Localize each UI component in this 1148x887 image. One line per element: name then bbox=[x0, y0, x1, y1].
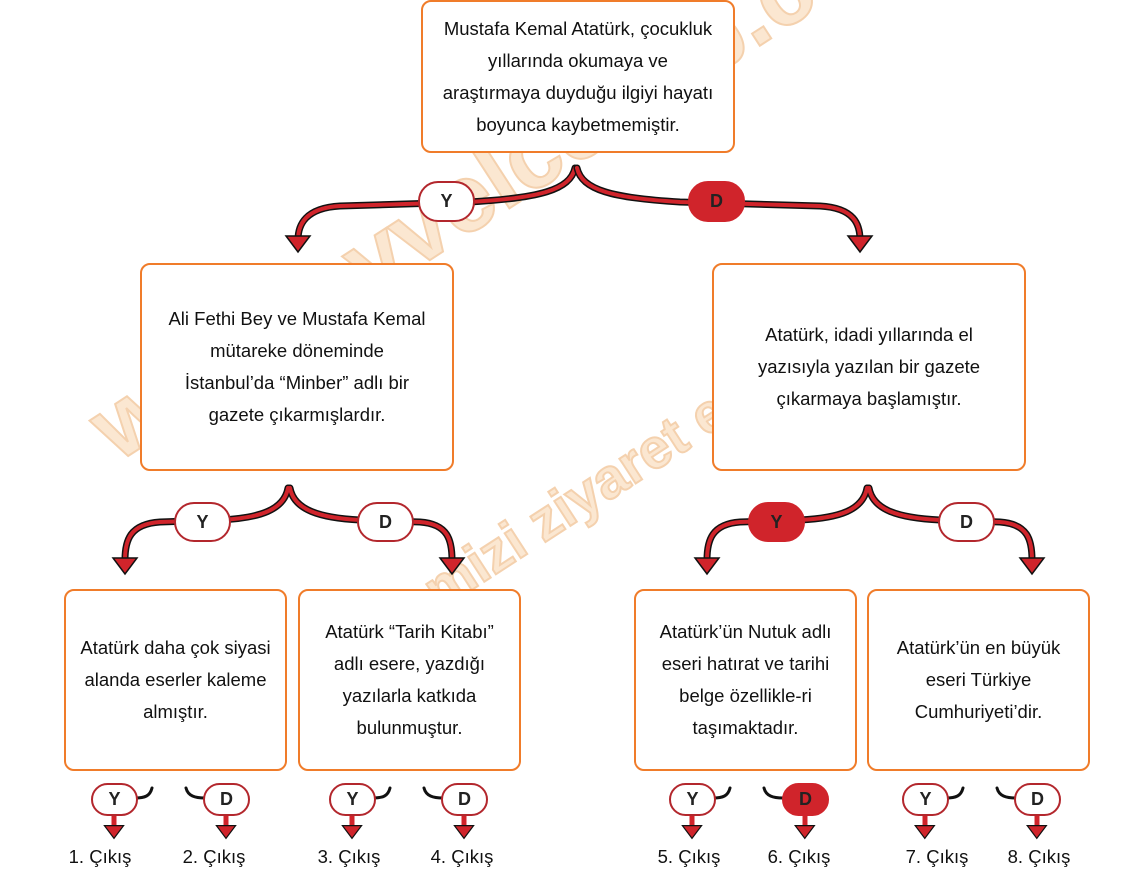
badge-no: D bbox=[357, 502, 414, 542]
badge-yes: Y bbox=[902, 783, 949, 816]
statement-l2-yes: Ali Fethi Bey ve Mustafa Kemal mütareke … bbox=[140, 263, 454, 471]
statement-l3-3: Atatürk’ün Nutuk adlı eseri hatırat ve t… bbox=[634, 589, 857, 771]
badge-no: D bbox=[1014, 783, 1061, 816]
statement-l3-1: Atatürk daha çok siyasi alanda eserler k… bbox=[64, 589, 287, 771]
exit-5: 5. Çıkış bbox=[657, 846, 721, 867]
connector-root-no bbox=[573, 164, 864, 244]
arrowhead-icon bbox=[103, 825, 125, 840]
badge-yes: Y bbox=[669, 783, 716, 816]
exit-3: 3. Çıkış bbox=[317, 846, 381, 867]
arrowhead-icon bbox=[439, 557, 465, 575]
arrowhead-icon bbox=[341, 825, 363, 840]
badge-no: D bbox=[441, 783, 488, 816]
arrowhead-icon bbox=[681, 825, 703, 840]
exit-1: 1. Çıkış bbox=[68, 846, 132, 867]
badge-yes: Y bbox=[91, 783, 138, 816]
arrowhead-icon bbox=[285, 235, 311, 253]
connector-bottom-hooks bbox=[133, 786, 1018, 800]
exit-2: 2. Çıkış bbox=[182, 846, 246, 867]
arrowhead-icon bbox=[112, 557, 138, 575]
exit-8: 8. Çıkış bbox=[1007, 846, 1071, 867]
arrowhead-icon bbox=[694, 557, 720, 575]
arrowhead-icon bbox=[794, 825, 816, 840]
connector-bottom-stems bbox=[111, 812, 1040, 831]
badge-no-selected: D bbox=[782, 783, 829, 816]
arrowhead-icon bbox=[453, 825, 475, 840]
arrowhead-icon bbox=[215, 825, 237, 840]
statement-l3-4: Atatürk’ün en büyük eseri Türkiye Cumhur… bbox=[867, 589, 1090, 771]
root-statement: Mustafa Kemal Atatürk, çocukluk yılların… bbox=[421, 0, 735, 153]
badge-no: D bbox=[938, 502, 995, 542]
arrowhead-icon bbox=[914, 825, 936, 840]
badge-no-selected: D bbox=[688, 181, 745, 222]
exit-7: 7. Çıkış bbox=[905, 846, 969, 867]
badge-yes: Y bbox=[174, 502, 231, 542]
badge-yes: Y bbox=[418, 181, 475, 222]
exit-4: 4. Çıkış bbox=[430, 846, 494, 867]
arrowhead-icon bbox=[1019, 557, 1045, 575]
statement-l2-no: Atatürk, idadi yıllarında el yazısıyla y… bbox=[712, 263, 1026, 471]
arrowhead-icon bbox=[1026, 825, 1048, 840]
badge-yes: Y bbox=[329, 783, 376, 816]
arrowhead-icon bbox=[847, 235, 873, 253]
badge-no: D bbox=[203, 783, 250, 816]
badge-yes-selected: Y bbox=[748, 502, 805, 542]
exit-6: 6. Çıkış bbox=[767, 846, 831, 867]
statement-l3-2: Atatürk “Tarih Kitabı” adlı esere, yazdı… bbox=[298, 589, 521, 771]
